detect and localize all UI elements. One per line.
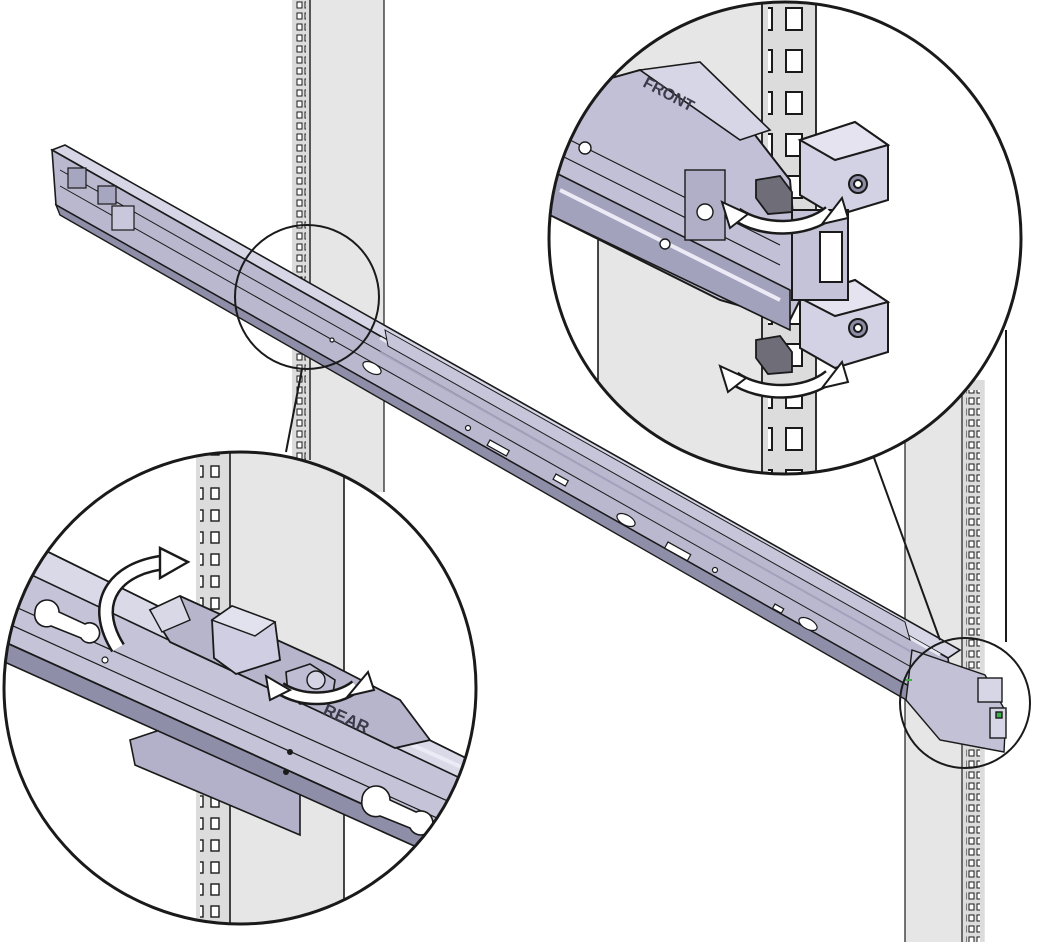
lower-rotate-arrow-icon [718, 359, 850, 399]
rear-callout-marker [234, 224, 380, 370]
slide-rail [50, 144, 1007, 753]
front-leader-line-left [872, 454, 941, 641]
curved-double-arrow-icon [264, 669, 376, 706]
rear-leader-line [285, 368, 303, 453]
rear-rack-post [292, 0, 385, 492]
front-detail-view: FRONT [547, 0, 1023, 476]
front-callout-marker [899, 637, 1031, 769]
rear-detail-view: REAR [2, 450, 478, 926]
upper-rotate-arrow-icon [720, 195, 850, 235]
curved-arrow-icon [98, 546, 191, 653]
